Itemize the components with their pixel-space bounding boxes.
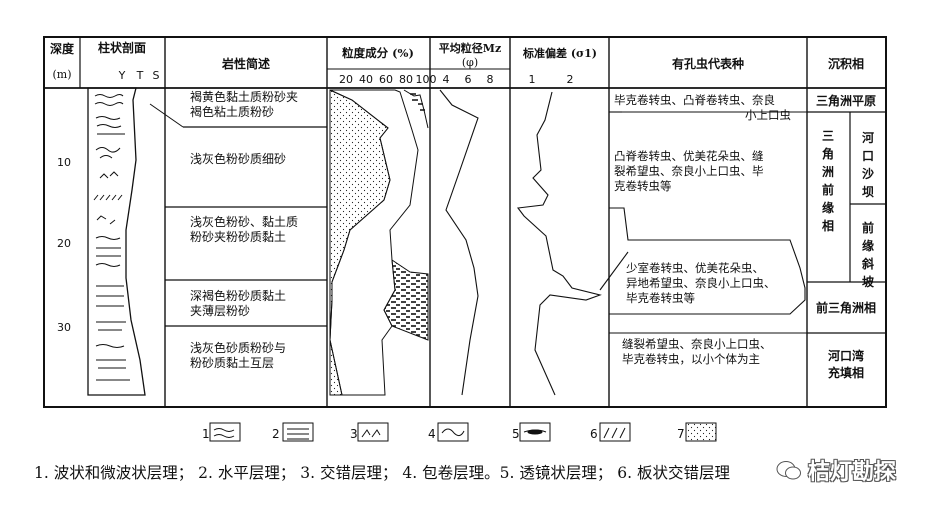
svg-text:7: 7 bbox=[677, 427, 685, 441]
svg-text:前: 前 bbox=[822, 182, 834, 197]
column-s: S bbox=[153, 69, 160, 82]
svg-text:10: 10 bbox=[57, 156, 71, 169]
depth-unit: (m) bbox=[52, 68, 71, 81]
svg-text:80: 80 bbox=[399, 73, 413, 86]
svg-text:三: 三 bbox=[822, 129, 834, 143]
sigma-scale: 1 2 bbox=[529, 73, 574, 86]
svg-text:褐黄色黏土质粉砂夹: 褐黄色黏土质粉砂夹 bbox=[190, 89, 298, 104]
svg-text:异地希望虫、奈良小上口虫、: 异地希望虫、奈良小上口虫、 bbox=[626, 276, 776, 290]
svg-text:角: 角 bbox=[822, 146, 834, 161]
svg-text:缘: 缘 bbox=[822, 200, 834, 215]
svg-text:20: 20 bbox=[57, 237, 71, 250]
svg-text:1: 1 bbox=[202, 427, 210, 441]
svg-text:克卷转虫等: 克卷转虫等 bbox=[614, 179, 672, 193]
grain-size-panel bbox=[329, 89, 429, 396]
foram-header: 有孔虫代表种 bbox=[672, 56, 744, 71]
sigma-header: 标准偏差 (σ1) bbox=[522, 46, 597, 60]
watermark-icon bbox=[776, 461, 801, 480]
svg-text:深褐色粉砂质黏土: 深褐色粉砂质黏土 bbox=[190, 288, 286, 303]
column-t: T bbox=[136, 69, 144, 82]
svg-text:4: 4 bbox=[443, 73, 450, 86]
svg-text:粉砂夹粉砂质黏土: 粉砂夹粉砂质黏土 bbox=[190, 230, 286, 244]
svg-text:缝裂希望虫、奈良小上口虫、: 缝裂希望虫、奈良小上口虫、 bbox=[622, 337, 772, 351]
svg-text:8: 8 bbox=[487, 73, 494, 86]
depth-axis: 10 20 30 bbox=[57, 156, 71, 334]
lithology-descriptions: 褐黄色黏土质粉砂夹 褐色粘土质粉砂 浅灰色粉砂质细砂 浅灰色粉砂、黏土质 粉砂夹… bbox=[190, 89, 298, 370]
facies-header: 沉积相 bbox=[828, 56, 864, 71]
lithology-header: 岩性简述 bbox=[221, 56, 270, 71]
figure-caption: 1. 波状和微波状层理； 2. 水平层理； 3. 交错层理； 4. 包卷层理。5… bbox=[34, 464, 731, 482]
lithologic-column bbox=[87, 87, 146, 396]
svg-text:浅灰色粉砂质细砂: 浅灰色粉砂质细砂 bbox=[190, 152, 286, 166]
svg-text:2: 2 bbox=[272, 427, 280, 441]
svg-text:洲: 洲 bbox=[822, 165, 834, 179]
svg-text:充填相: 充填相 bbox=[828, 365, 864, 380]
svg-text:毕克卷转虫、凸脊卷转虫、奈良: 毕克卷转虫、凸脊卷转虫、奈良 bbox=[614, 93, 775, 107]
svg-text:少室卷转虫、优美花朵虫、: 少室卷转虫、优美花朵虫、 bbox=[626, 261, 764, 275]
mz-scale: 4 6 8 bbox=[443, 73, 494, 86]
svg-text:60: 60 bbox=[379, 73, 393, 86]
svg-text:浅灰色粉砂、黏土质: 浅灰色粉砂、黏土质 bbox=[190, 215, 298, 229]
svg-text:小上口虫: 小上口虫 bbox=[745, 108, 791, 122]
mz-header: 平均粒径Mz bbox=[439, 41, 501, 55]
svg-text:三角洲平原: 三角洲平原 bbox=[816, 93, 876, 108]
svg-text:坝: 坝 bbox=[862, 185, 874, 199]
svg-text:缘: 缘 bbox=[862, 238, 874, 253]
watermark-text: 桔灯勘探 bbox=[808, 460, 897, 485]
foram-species: 毕克卷转虫、凸脊卷转虫、奈良 小上口虫 凸脊卷转虫、优美花朵虫、缝 裂希望虫、奈… bbox=[614, 93, 791, 366]
svg-text:100: 100 bbox=[416, 73, 437, 86]
svg-text:口: 口 bbox=[862, 149, 874, 163]
svg-text:斜: 斜 bbox=[861, 256, 874, 271]
svg-text:20: 20 bbox=[339, 73, 353, 86]
svg-text:河: 河 bbox=[861, 130, 874, 145]
svg-text:粉砂质黏土互层: 粉砂质黏土互层 bbox=[190, 356, 274, 370]
svg-text:沙: 沙 bbox=[862, 167, 874, 181]
svg-text:5: 5 bbox=[512, 427, 520, 441]
svg-text:相: 相 bbox=[822, 218, 834, 233]
svg-text:30: 30 bbox=[57, 321, 71, 334]
svg-text:毕克卷转虫等: 毕克卷转虫等 bbox=[626, 291, 695, 305]
depth-header: 深度 bbox=[50, 41, 75, 56]
svg-text:凸脊卷转虫、优美花朵虫、缝: 凸脊卷转虫、优美花朵虫、缝 bbox=[614, 149, 764, 163]
facies-labels: 三角洲平原 三 角 洲 前 缘 相 河 口 沙 坝 前 缘 斜 坡 前三角洲相 … bbox=[816, 93, 876, 380]
grain-header: 粒度成分 (%) bbox=[342, 46, 414, 60]
svg-text:浅灰色砂质粉砂与: 浅灰色砂质粉砂与 bbox=[190, 341, 286, 355]
mz-header-unit: (φ) bbox=[462, 56, 478, 69]
svg-text:40: 40 bbox=[359, 73, 373, 86]
svg-text:裂希望虫、奈良小上口虫、毕: 裂希望虫、奈良小上口虫、毕 bbox=[614, 164, 764, 178]
svg-text:前三角洲相: 前三角洲相 bbox=[816, 300, 876, 315]
svg-text:1: 1 bbox=[529, 73, 536, 86]
svg-text:夹薄层粉砂: 夹薄层粉砂 bbox=[190, 303, 250, 318]
svg-text:前: 前 bbox=[862, 220, 874, 235]
watermark: 桔灯勘探 bbox=[776, 454, 896, 486]
column-header: 柱状剖面 bbox=[98, 40, 146, 55]
svg-text:4: 4 bbox=[428, 427, 436, 441]
svg-text:6: 6 bbox=[590, 427, 598, 441]
svg-text:毕克卷转虫，以小个体为主: 毕克卷转虫，以小个体为主 bbox=[622, 352, 760, 366]
legend: 1 2 3 4 5 6 7 bbox=[202, 422, 717, 442]
svg-text:河口湾: 河口湾 bbox=[827, 348, 864, 363]
sigma-curve bbox=[516, 91, 602, 396]
svg-text:2: 2 bbox=[567, 73, 574, 86]
column-y: Y bbox=[118, 69, 126, 82]
grain-scale: 20 40 60 80 100 bbox=[339, 73, 437, 86]
mz-curve bbox=[439, 89, 479, 396]
svg-text:6: 6 bbox=[465, 73, 472, 86]
svg-text:褐色粘土质粉砂: 褐色粘土质粉砂 bbox=[190, 104, 274, 119]
table-frame bbox=[43, 36, 887, 408]
svg-text:3: 3 bbox=[350, 427, 358, 441]
svg-text:坡: 坡 bbox=[862, 274, 875, 289]
